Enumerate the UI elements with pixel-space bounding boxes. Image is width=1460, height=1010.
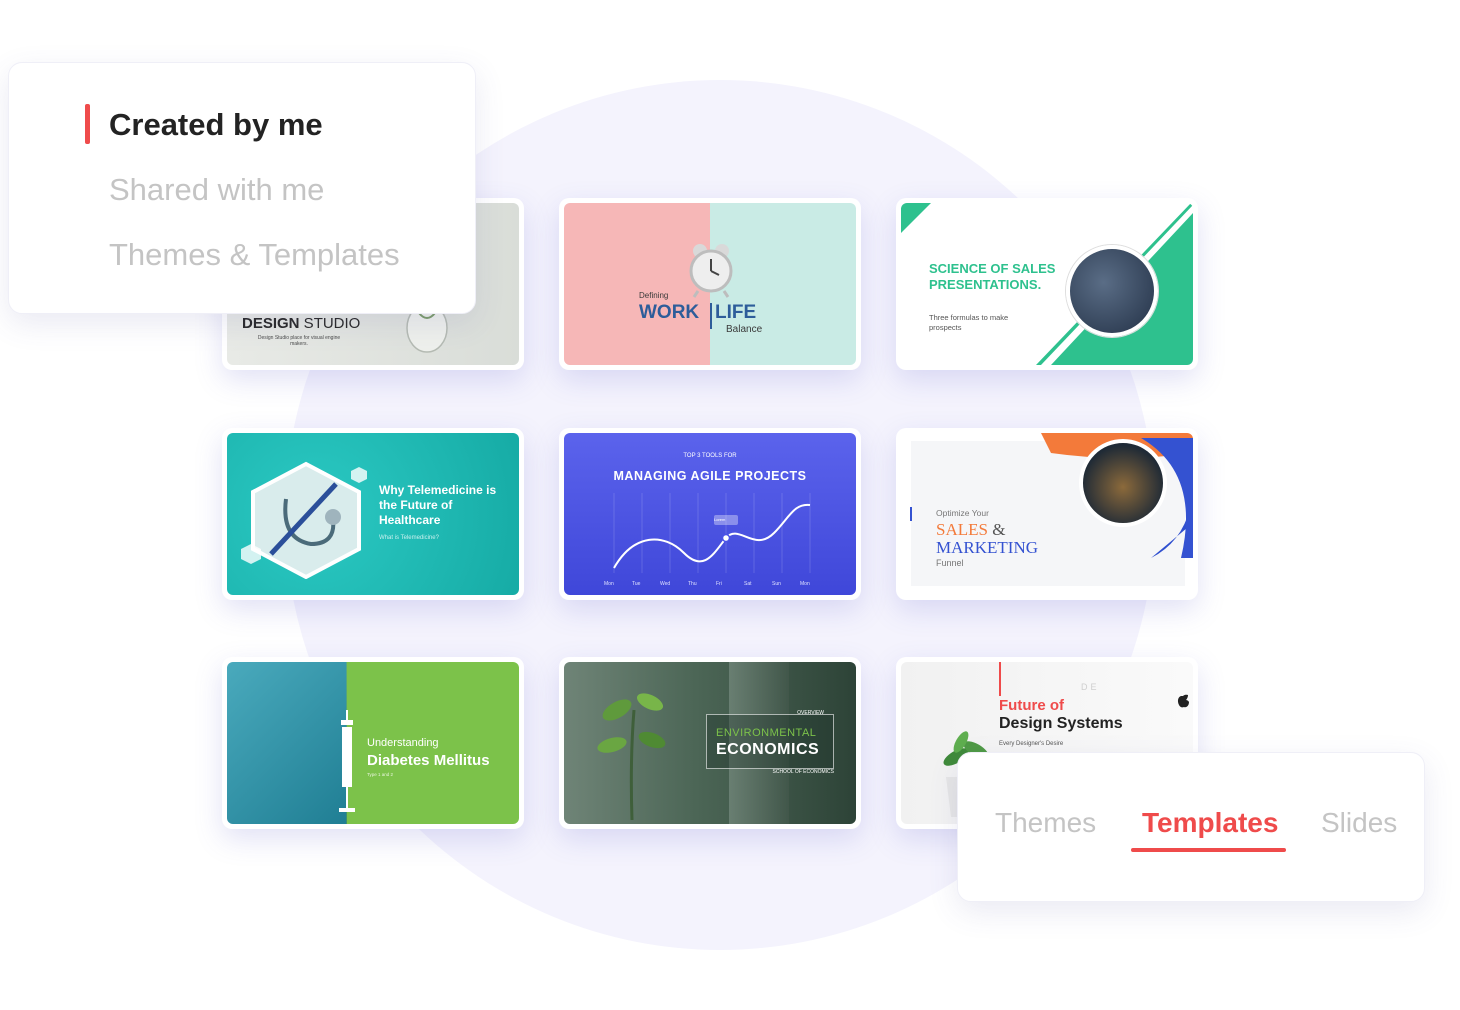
design-systems-title: Design Systems [999, 715, 1123, 732]
template-card-economics[interactable]: OVERVIEW ENVIRONMENTAL ECONOMICS SCHOOL … [559, 657, 861, 829]
economics-environmental: ENVIRONMENTAL [716, 727, 817, 739]
diabetes-title: Diabetes Mellitus [367, 752, 490, 769]
nav-item-themes-templates[interactable]: Themes & Templates [109, 237, 400, 272]
sales-science-subtitle: Three formulas to make prospects [929, 313, 1009, 332]
tab-active-underline [1131, 848, 1286, 852]
agile-title: MANAGING AGILE PROJECTS [613, 469, 807, 483]
template-card-agile[interactable]: TOP 3 TOOLS FOR MANAGING AGILE PROJECTS … [559, 428, 861, 600]
agile-kicker: TOP 3 TOOLS FOR [683, 453, 737, 459]
stethoscope-hexagon-icon [241, 461, 367, 579]
agile-day-label: Tue [632, 581, 641, 587]
diabetes-subtitle: Type 1 and 2 [367, 772, 394, 777]
template-card-sales-science[interactable]: SCIENCE OF SALES PRESENTATIONS. Three fo… [896, 198, 1198, 370]
economics-frame [706, 714, 834, 769]
work-life-work: WORK [639, 302, 700, 323]
template-card-sales-marketing[interactable]: Optimize Your SALES & MARKETING Funnel [896, 428, 1198, 600]
tab-themes[interactable]: Themes [995, 807, 1097, 838]
agile-line-chart [613, 493, 811, 573]
design-systems-future: Future of [999, 697, 1064, 714]
design-systems-wall-text: DE [1081, 682, 1100, 692]
tree-trunk-shape [729, 662, 789, 824]
design-systems-subtitle: Every Designer's Desire [999, 741, 1064, 747]
nav-item-created-by-me[interactable]: Created by me [109, 107, 323, 142]
economics-title: ECONOMICS [716, 741, 820, 758]
agile-day-label: Thu [688, 581, 697, 587]
economics-school: SCHOOL OF ECONOMICS [772, 769, 835, 775]
agile-day-label: Sat [744, 581, 752, 587]
content-type-tabs-panel: Themes Templates Slides [957, 752, 1425, 902]
sales-marketing-funnel: Funnel [936, 558, 964, 568]
design-studio-subtitle: Design Studio place for visual engine ma… [257, 335, 341, 347]
sales-marketing-optimize: Optimize Your [936, 508, 989, 518]
nav-item-shared-with-me[interactable]: Shared with me [109, 172, 325, 207]
template-card-work-life[interactable]: Defining WORK LIFE Balance [559, 198, 861, 370]
template-card-diabetes[interactable]: Understanding Diabetes Mellitus Type 1 a… [222, 657, 524, 829]
agile-day-label: Wed [660, 581, 671, 587]
hands-plant-photo [1079, 439, 1167, 527]
work-life-balance: Balance [726, 324, 763, 335]
syringe-icon [339, 710, 355, 812]
tab-templates[interactable]: Templates [1142, 807, 1279, 838]
agile-badge: Lorem [714, 517, 726, 522]
sales-marketing-amp: & [987, 520, 1006, 539]
agile-day-label: Mon [604, 581, 614, 587]
template-card-telemedicine[interactable]: Why Telemedicine is the Future of Health… [222, 428, 524, 600]
economics-overview: OVERVIEW [797, 710, 824, 716]
design-studio-title-a: DESIGN [242, 315, 300, 332]
design-studio-title-b: STUDIO [299, 315, 361, 332]
agile-day-label: Sun [772, 581, 781, 587]
tab-slides[interactable]: Slides [1321, 807, 1398, 838]
library-nav-panel: Created by me Shared with me Themes & Te… [8, 62, 476, 314]
work-life-life: LIFE [715, 302, 757, 323]
work-life-defining: Defining [639, 291, 669, 300]
sales-marketing-sales: SALES [936, 520, 988, 539]
handshake-photo [1066, 245, 1158, 337]
sapling-icon [597, 693, 666, 820]
diabetes-understanding: Understanding [367, 737, 439, 749]
hands-photo [227, 662, 347, 824]
telemedicine-subtitle: What is Telemedicine? [379, 535, 439, 541]
agile-day-label: Mon [800, 581, 810, 587]
telemedicine-title: Why Telemedicine is the Future of Health… [379, 483, 497, 527]
nav-active-indicator [85, 104, 90, 144]
sales-science-title: SCIENCE OF SALES PRESENTATIONS. [929, 261, 1056, 292]
alarm-clock-icon [689, 244, 733, 298]
apple-logo-icon [1177, 694, 1189, 708]
agile-day-axis: Mon Tue Wed Thu Fri Sat Sun Mon [602, 581, 842, 589]
sales-marketing-marketing: MARKETING [936, 538, 1038, 557]
agile-day-label: Fri [716, 581, 722, 587]
